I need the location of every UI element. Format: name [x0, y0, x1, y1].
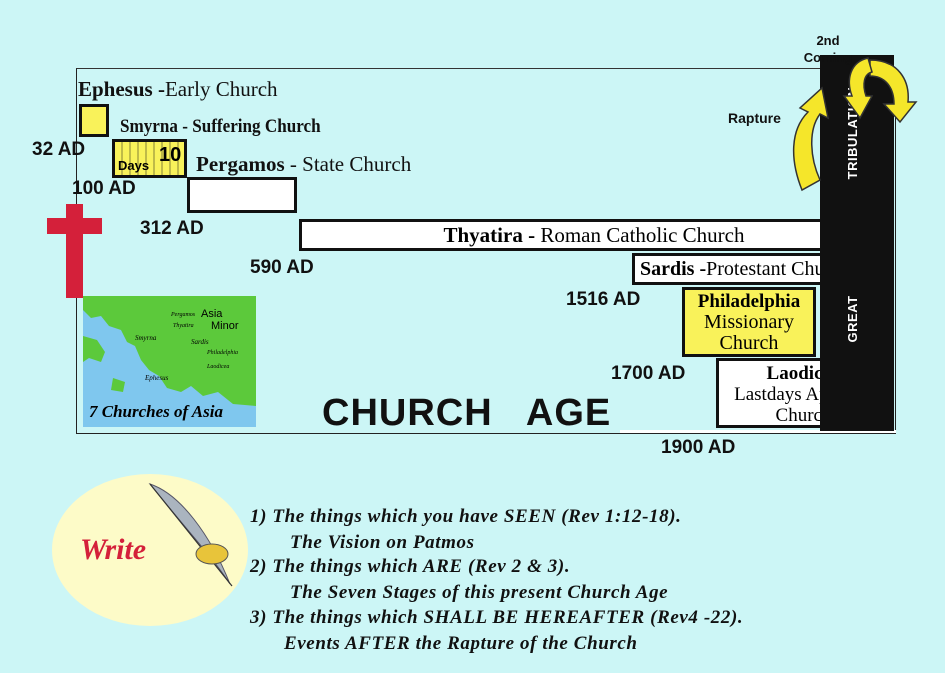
church-age-title: CHURCH AGE [322, 392, 612, 434]
region-label: Asia Minor [193, 308, 239, 332]
days-number: 10 [159, 144, 182, 166]
ephesus-box [79, 104, 109, 137]
region-line2: Minor [211, 320, 239, 332]
region-line1: Asia [201, 308, 223, 320]
philadelphia-line2: Missionary [704, 311, 794, 333]
scripture-1-main: 1) The things which you have SEEN (Rev 1… [250, 506, 682, 527]
philadelphia-name: Philadelphia [697, 291, 801, 312]
pergamos-box [187, 177, 297, 213]
smyrna-pattern [115, 142, 184, 175]
second-coming-line1: 2nd [816, 33, 840, 48]
scripture-2-main: 2) The things which ARE (Rev 2 & 3). [250, 556, 571, 577]
date-1516ad: 1516 AD [566, 289, 641, 310]
city-sardis: Sardis [191, 338, 209, 346]
scripture-2-sub: The Seven Stages of this present Church … [290, 582, 669, 603]
city-thyatira: Thyatira [173, 323, 194, 329]
write-label: Write [80, 533, 147, 566]
timeline-baseline [620, 430, 896, 433]
sardis-box: Sardis -Protestant Church [632, 253, 890, 285]
pergamos-name: Pergamos [196, 152, 285, 176]
second-coming-line2: Coming [803, 50, 853, 65]
rapture-label: Rapture [728, 110, 781, 126]
date-1900ad: 1900 AD [661, 437, 736, 458]
smyrna-box: Days 10 [112, 139, 187, 178]
date-590ad: 590 AD [250, 257, 314, 278]
ephesus-label: Ephesus -Early Church [78, 77, 278, 101]
smyrna-name: Smyrna [120, 116, 178, 137]
city-philadelphia: Philadelphia [207, 350, 238, 356]
pergamos-label: Pergamos - State Church [196, 152, 412, 176]
sardis-name: Sardis [640, 258, 695, 280]
sardis-desc: Protestant Church [706, 258, 851, 280]
city-smyrna: Smyrna [135, 334, 157, 342]
scripture-3-main: 3) The things which SHALL BE HEREAFTER (… [250, 607, 744, 628]
city-pergamos: Pergamos [171, 312, 196, 318]
second-coming-arrow-icon [869, 59, 918, 124]
philadelphia-box: Philadelphia Missionary Church [682, 287, 816, 357]
map-land-icon [83, 296, 256, 406]
philadelphia-line3: Church [719, 332, 779, 354]
date-32ad: 32 AD [32, 139, 86, 160]
ephesus-name: Ephesus [78, 77, 153, 101]
cross-beam [47, 218, 102, 234]
tribulation-bar [820, 55, 894, 431]
thyatira-desc: Roman Catholic Church [540, 223, 745, 247]
laodicea-line3: Church [775, 405, 832, 426]
scripture-3-sub: Events AFTER the Rapture of the Church [284, 633, 638, 654]
days-label: Days [118, 158, 150, 173]
thyatira-box: Thyatira - Roman Catholic Church [299, 219, 889, 251]
map-caption: 7 Churches of Asia [89, 402, 223, 421]
smyrna-label: Smyrna - Suffering Church [120, 116, 321, 137]
city-laodicea: Laodicea [207, 364, 230, 370]
quill-icon [148, 482, 233, 587]
date-312ad: 312 AD [140, 218, 204, 239]
smyrna-desc: Suffering Church [192, 116, 321, 137]
ephesus-desc: Early Church [164, 77, 278, 101]
thyatira-name: Thyatira [443, 223, 523, 247]
city-ephesus: Ephesus [145, 374, 169, 382]
arrows-graphic [792, 57, 918, 192]
second-coming-label: 2nd Coming [790, 32, 866, 66]
pergamos-desc: State Church [302, 152, 412, 176]
scripture-1-sub: The Vision on Patmos [290, 532, 475, 553]
asia-map: Asia Minor Pergamos Thyatira Smyrna Sard… [83, 296, 256, 427]
great-label: GREAT [845, 295, 860, 343]
date-1700ad: 1700 AD [611, 363, 686, 384]
date-100ad: 100 AD [72, 178, 136, 199]
return-arrow-icon [842, 57, 874, 120]
rapture-arrow-icon [792, 86, 830, 192]
